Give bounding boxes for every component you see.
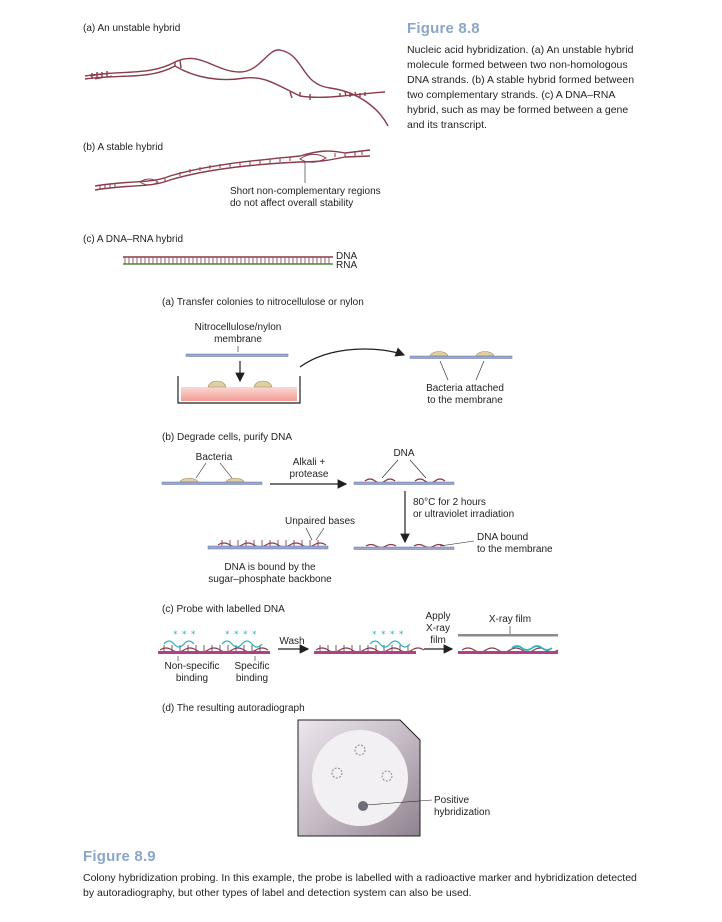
membrane-label-line1: Nitrocellulose/nylon bbox=[195, 322, 282, 333]
transfer-arrow bbox=[299, 347, 406, 368]
bacteria-attached-line2: to the membrane bbox=[427, 395, 503, 406]
figure-8-8-caption: Nucleic acid hybridization. (a) An unsta… bbox=[407, 44, 635, 131]
petri-dish bbox=[177, 376, 301, 404]
bacteria-label: Bacteria bbox=[196, 452, 233, 463]
agar-plate bbox=[181, 387, 297, 401]
fig89-panel-d-label: (d) The resulting autoradiograph bbox=[162, 703, 305, 714]
fig88-panel-b-label: (b) A stable hybrid bbox=[83, 142, 163, 153]
xray-film bbox=[458, 634, 558, 637]
probe-membrane-before-wash: * * * * * * * bbox=[158, 630, 270, 654]
membrane-dna bbox=[353, 478, 455, 485]
backbone-label-line2: sugar–phosphate backbone bbox=[208, 574, 332, 585]
probe-membrane-after-wash: * * * * bbox=[314, 630, 425, 654]
radioactive-label-star: * bbox=[225, 630, 230, 640]
specific-line2: binding bbox=[236, 673, 268, 684]
radioactive-label-star: * bbox=[381, 630, 386, 640]
xray-film-label: X-ray film bbox=[489, 614, 531, 625]
unstable-hybrid-molecule bbox=[84, 49, 389, 127]
fig88-panel-c-label: (c) A DNA–RNA hybrid bbox=[83, 234, 183, 245]
unpaired-bases-label: Unpaired bases bbox=[285, 516, 355, 527]
negative-colony-spot bbox=[381, 770, 393, 782]
positive-spot bbox=[358, 801, 368, 811]
colony bbox=[253, 380, 273, 388]
bound-dna-closeup bbox=[207, 540, 329, 550]
membrane-bacteria bbox=[161, 477, 263, 485]
heat-label-line2: or ultraviolet irradiation bbox=[413, 509, 514, 520]
fig89-panel-b-label: (b) Degrade cells, purify DNA bbox=[162, 432, 292, 443]
membrane-label-line2: membrane bbox=[214, 334, 262, 345]
radioactive-label-star: * bbox=[191, 630, 196, 640]
fig89-panel-c-label: (c) Probe with labelled DNA bbox=[162, 604, 285, 615]
apply-line1: Apply bbox=[425, 611, 450, 622]
stable-hybrid-molecule bbox=[94, 149, 371, 191]
figure-8-9-title: Figure 8.9 bbox=[83, 848, 156, 865]
negative-colony-spot bbox=[354, 744, 366, 756]
backbone-label-line1: DNA is bound by the bbox=[224, 562, 316, 573]
dna-bound-line2: to the membrane bbox=[477, 544, 553, 555]
membrane bbox=[185, 353, 289, 357]
autoradiograph bbox=[297, 719, 421, 837]
nonspecific-line2: binding bbox=[176, 673, 208, 684]
membrane-with-colonies bbox=[409, 351, 513, 359]
membrane-with-film bbox=[458, 634, 559, 654]
bacteria-attached-line1: Bacteria attached bbox=[426, 383, 504, 394]
rna-label: RNA bbox=[336, 260, 357, 271]
heat-label-line1: 80°C for 2 hours bbox=[413, 497, 486, 508]
radioactive-label-star: * bbox=[252, 630, 257, 640]
wash-label: Wash bbox=[279, 636, 304, 647]
alkali-label-line2: protease bbox=[290, 469, 329, 480]
nonspecific-line1: Non-specific bbox=[164, 661, 219, 672]
radioactive-label-star: * bbox=[243, 630, 248, 640]
colony bbox=[207, 380, 227, 388]
radioactive-label-star: * bbox=[390, 630, 395, 640]
dna-rna-hybrid bbox=[123, 256, 333, 265]
dna-label: DNA bbox=[336, 251, 357, 262]
figure-8-9-caption: Colony hybridization probing. In this ex… bbox=[83, 872, 637, 899]
radioactive-label-star: * bbox=[173, 630, 178, 640]
nonspecific-probe bbox=[163, 640, 195, 648]
positive-line1: Positive bbox=[434, 795, 469, 806]
dna-label-b: DNA bbox=[393, 448, 414, 459]
figure-8-8-title: Figure 8.8 bbox=[407, 20, 480, 37]
filter-disc bbox=[312, 730, 408, 826]
positive-line2: hybridization bbox=[434, 807, 490, 818]
stable-hybrid-note-line2: do not affect overall stability bbox=[230, 198, 353, 209]
radioactive-label-star: * bbox=[234, 630, 239, 640]
radioactive-label-star: * bbox=[182, 630, 187, 640]
membrane-bound-dna bbox=[353, 543, 455, 550]
alkali-label-line1: Alkali + bbox=[293, 457, 326, 468]
specific-probe bbox=[221, 640, 263, 648]
apply-line3: film bbox=[430, 635, 446, 646]
specific-line1: Specific bbox=[234, 661, 269, 672]
base-pairs bbox=[124, 257, 330, 264]
radioactive-label-star: * bbox=[372, 630, 377, 640]
negative-colony-spot bbox=[331, 767, 343, 779]
apply-line2: X-ray bbox=[426, 623, 450, 634]
radioactive-label-star: * bbox=[399, 630, 404, 640]
stable-hybrid-note-line1: Short non-complementary regions bbox=[230, 186, 381, 197]
dna-bound-line1: DNA bound bbox=[477, 532, 528, 543]
fig88-panel-a-label: (a) An unstable hybrid bbox=[83, 23, 180, 34]
fig89-panel-a-label: (a) Transfer colonies to nitrocellulose … bbox=[162, 297, 364, 308]
